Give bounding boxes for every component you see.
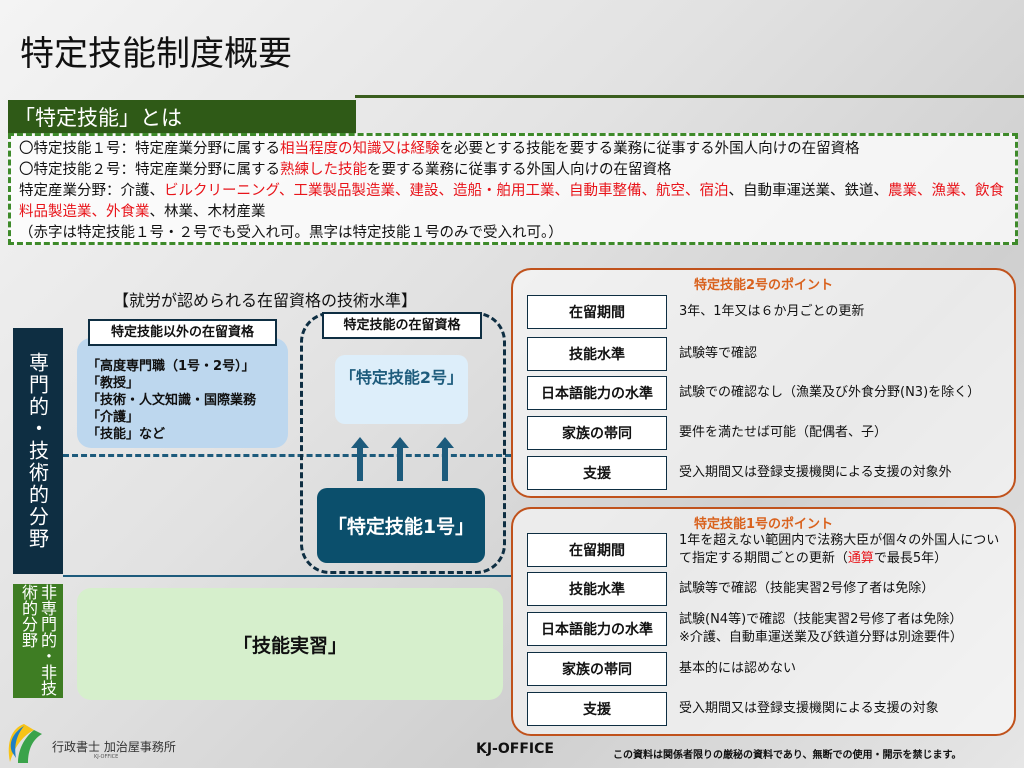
definition-box: 〇特定技能１号：特定産業分野に属する相当程度の知識又は経験を必要とする技能を要す… <box>8 133 1018 245</box>
highlight: 相当程度の知識又は経験 <box>280 141 440 157</box>
list-item: 「介護」 <box>87 410 140 425</box>
title-divider <box>355 95 1024 98</box>
field-item: 、林業、木材産業 <box>149 204 266 220</box>
solid-divider <box>63 575 511 577</box>
row-label: 支援 <box>527 456 667 490</box>
list-item: 「技能」など <box>87 427 166 442</box>
field-item: 宿泊 <box>699 183 729 199</box>
other-status-box: 「高度専門職（1号・2号）」 「教授」 「技術・人文知識・国際業務 「介護」 「… <box>77 338 288 448</box>
text: を必要とする技能を要する業務に従事する外国人向けの在留資格 <box>439 141 860 157</box>
footer-disclaimer: この資料は関係者限りの厳秘の資料であり、無断での使用・開示を禁じます。 <box>613 750 962 761</box>
trainee-box: 「技能実習」 <box>77 588 503 700</box>
page-title: 特定技能制度概要 <box>20 34 292 74</box>
professional-label: 専門的・技術的分野 <box>13 328 63 574</box>
row-label: 支援 <box>527 692 667 726</box>
note: （赤字は特定技能１号・２号でも受入れ可。黒字は特定技能１号のみで受入れ可。） <box>19 225 563 241</box>
definition-line-1: 〇特定技能１号：特定産業分野に属する相当程度の知識又は経験を必要とする技能を要す… <box>19 139 1007 160</box>
text: 〇特定技能１号：特定産業分野に属する <box>19 141 280 157</box>
row-label: 家族の帯同 <box>527 416 667 450</box>
row-value: 基本的には認めない <box>679 661 797 676</box>
definition-line-2: 〇特定技能２号：特定産業分野に属する熟練した技能を要する業務に従事する外国人向け… <box>19 160 1007 181</box>
field-item: ビルクリーニング、 <box>164 183 294 199</box>
highlight: 熟練した技能 <box>280 162 367 178</box>
row-value: 要件を満たせば可能（配偶者、子） <box>679 425 888 440</box>
ssw-status-label: 特定技能の在留資格 <box>322 312 482 339</box>
field-item: 造船・舶用工業、 <box>452 183 569 199</box>
highlight: 通算 <box>847 551 874 566</box>
row-value: 試験等で確認 <box>679 346 758 361</box>
field-item: 農業、漁業、飲食料品製造業、外食業 <box>19 183 1004 220</box>
panel-title: 特定技能2号のポイント <box>693 278 834 293</box>
row-value: 3年、1年又は６か月ごとの更新 <box>679 304 865 319</box>
row-label: 技能水準 <box>527 572 667 606</box>
text: ※介護、自動車運送業及び鉄道分野は別途要件） <box>679 630 963 645</box>
levels-heading: 【就労が認められる在留資格の技術水準】 <box>112 291 417 310</box>
logo-icon <box>8 724 42 763</box>
panel-title: 特定技能1号のポイント <box>693 517 834 532</box>
ssw2-points-panel: 特定技能2号のポイント 在留期間 3年、1年又は６か月ごとの更新 技能水準試験等で… <box>511 268 1016 498</box>
row-label: 日本語能力の水準 <box>527 612 667 646</box>
row-label: 日本語能力の水準 <box>527 376 667 410</box>
row-label: 在留期間 <box>527 295 667 329</box>
field-item: 、自動車運送業、鉄道、 <box>728 183 888 199</box>
up-arrow-icon <box>391 437 409 481</box>
ssw1-points-panel: 特定技能1号のポイント 在留期間 1年を超えない範囲内で法務大臣が個々の外国人につ… <box>511 507 1016 736</box>
list-item: 「技術・人文知識・国際業務 <box>87 393 257 408</box>
list-item: 「高度専門職（1号・2号）」 <box>87 359 255 374</box>
row-label: 家族の帯同 <box>527 652 667 686</box>
logo-name: 行政書士 加治屋事務所 <box>52 740 176 754</box>
logo-sub: KJ-OFFICE <box>94 754 119 760</box>
text: で最長5年） <box>873 551 948 566</box>
list-item: 「教授」 <box>87 376 140 391</box>
ssw2-box: 「特定技能2号」 <box>335 355 468 424</box>
section-heading: 「特定技能」とは <box>8 100 356 134</box>
fields-label: 特定産業分野：介護、 <box>19 183 164 199</box>
row-value: 1年を超えない範囲内で法務大臣が個々の外国人について指定する期間ごとの更新（通算… <box>679 532 1007 568</box>
fields-list: 特定産業分野：介護、ビルクリーニング、工業製品製造業、建設、造船・舶用工業、自動… <box>19 181 1007 223</box>
ssw1-box: 「特定技能1号」 <box>317 488 485 563</box>
text: を要する業務に従事する外国人向けの在留資格 <box>367 162 672 178</box>
row-label: 技能水準 <box>527 337 667 371</box>
row-value: 受入期間又は登録支援機関による支援の対象外 <box>679 465 952 480</box>
text: 試験(N4等)で確認（技能実習2号修了者は免除） <box>679 612 963 627</box>
field-item: 自動車整備、 <box>568 183 656 199</box>
field-item: 建設、 <box>409 183 453 199</box>
field-item: 工業製品製造業、 <box>293 183 410 199</box>
row-value: 試験での確認なし（漁業及び外食分野(N3)を除く） <box>679 385 981 400</box>
footer-brand: KJ-OFFICE <box>476 741 554 757</box>
up-arrow-icon <box>436 437 454 481</box>
up-arrow-icon <box>351 437 369 481</box>
row-value: 試験(N4等)で確認（技能実習2号修了者は免除） ※介護、自動車運送業及び鉄道分野… <box>679 611 963 647</box>
row-value: 試験等で確認（技能実習2号修了者は免除） <box>679 581 935 596</box>
other-status-label: 特定技能以外の在留資格 <box>88 319 277 346</box>
non-professional-label: 非専門的・非技術的分野 <box>13 584 63 698</box>
row-label: 在留期間 <box>527 533 667 567</box>
row-value: 受入期間又は登録支援機関による支援の対象 <box>679 701 939 716</box>
dashed-divider <box>63 454 511 457</box>
field-item: 航空、 <box>655 183 700 199</box>
text: 〇特定技能２号：特定産業分野に属する <box>19 162 280 178</box>
text: 1年を超えない範囲内で法務大臣が個々の外国人について指定する期間ごとの更新（ <box>679 533 1000 566</box>
